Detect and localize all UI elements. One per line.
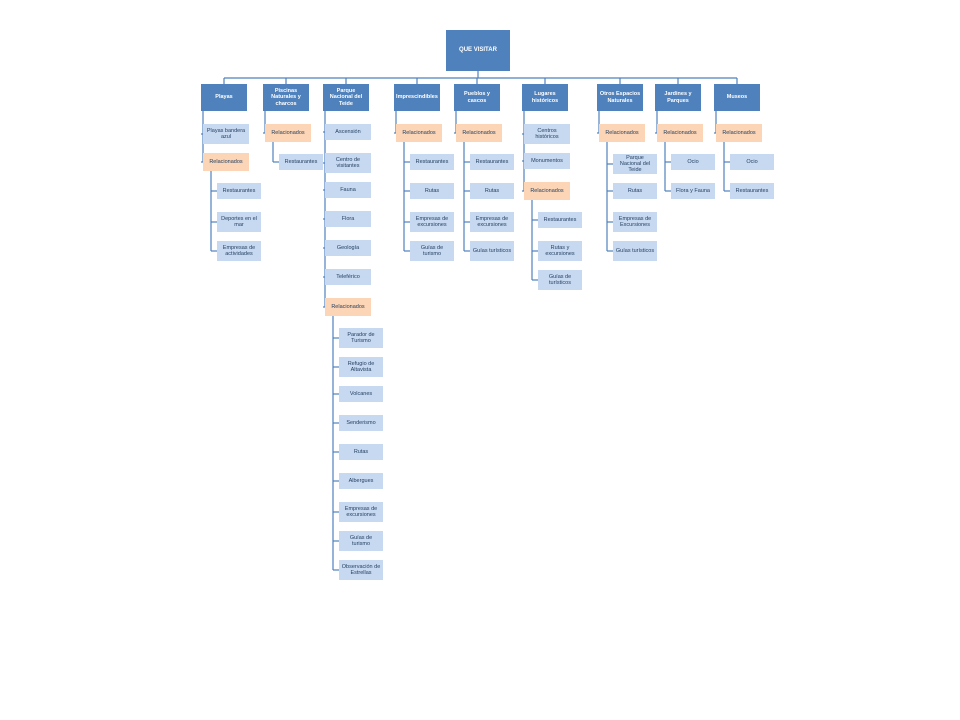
related-item-node: Ocio <box>730 154 774 170</box>
related-item-node: Senderismo <box>339 415 383 431</box>
item-node: Geología <box>325 240 371 256</box>
related-node: Relacionados <box>456 124 502 142</box>
category-5: Lugares históricos <box>522 84 568 111</box>
related-item-node: Guías de turismo <box>410 241 454 261</box>
related-item-node: Deportes en el mar <box>217 212 261 232</box>
item-node: Monumentos <box>524 153 570 169</box>
related-node: Relacionados <box>325 298 371 316</box>
related-node: Relacionados <box>265 124 311 142</box>
related-item-node: Parque Nacional del Teide <box>613 154 657 174</box>
related-item-node: Guías de turismo <box>339 531 383 551</box>
related-item-node: Guías turísticos <box>613 241 657 261</box>
item-node: Centro de visitantes <box>325 153 371 173</box>
related-item-node: Restaurantes <box>217 183 261 199</box>
related-node: Relacionados <box>396 124 442 142</box>
related-node: Relacionados <box>657 124 703 142</box>
related-item-node: Restaurantes <box>730 183 774 199</box>
related-item-node: Guías turísticos <box>470 241 514 261</box>
related-item-node: Empresas de excursiones <box>410 212 454 232</box>
related-item-node: Rutas <box>470 183 514 199</box>
related-item-node: Flora y Fauna <box>671 183 715 199</box>
item-node: Playas bandera azul <box>203 124 249 144</box>
related-item-node: Rutas <box>410 183 454 199</box>
category-2: Parque Nacional del Teide <box>323 84 369 111</box>
category-0: Playas <box>201 84 247 111</box>
item-node: Centros históricos <box>524 124 570 144</box>
related-item-node: Refugio de Altavista <box>339 357 383 377</box>
related-item-node: Observación de Estrellas <box>339 560 383 580</box>
related-item-node: Empresas de excursiones <box>339 502 383 522</box>
root-node: QUE VISITAR <box>446 30 510 71</box>
related-node: Relacionados <box>524 182 570 200</box>
related-item-node: Restaurantes <box>470 154 514 170</box>
related-item-node: Parador de Turismo <box>339 328 383 348</box>
item-node: Flora <box>325 211 371 227</box>
related-item-node: Guías de turísticos <box>538 270 582 290</box>
related-item-node: Volcanes <box>339 386 383 402</box>
related-item-node: Restaurantes <box>410 154 454 170</box>
item-node: Teleférico <box>325 269 371 285</box>
related-item-node: Rutas <box>613 183 657 199</box>
category-6: Otros Espacios Naturales <box>597 84 643 111</box>
related-item-node: Rutas y excursiones <box>538 241 582 261</box>
category-7: Jardines y Parques <box>655 84 701 111</box>
related-item-node: Albergues <box>339 473 383 489</box>
item-node: Fauna <box>325 182 371 198</box>
category-8: Museos <box>714 84 760 111</box>
related-item-node: Empresas de excursiones <box>470 212 514 232</box>
item-node: Ascensión <box>325 124 371 140</box>
category-1: Piscinas Naturales y charcos <box>263 84 309 111</box>
related-node: Relacionados <box>716 124 762 142</box>
category-4: Pueblos y cascos <box>454 84 500 111</box>
related-item-node: Empresas de actividades <box>217 241 261 261</box>
related-item-node: Restaurantes <box>538 212 582 228</box>
related-node: Relacionados <box>203 153 249 171</box>
related-node: Relacionados <box>599 124 645 142</box>
related-item-node: Restaurantes <box>279 154 323 170</box>
category-3: Imprescindibles <box>394 84 440 111</box>
related-item-node: Rutas <box>339 444 383 460</box>
related-item-node: Ocio <box>671 154 715 170</box>
related-item-node: Empresas de Excursiones <box>613 212 657 232</box>
